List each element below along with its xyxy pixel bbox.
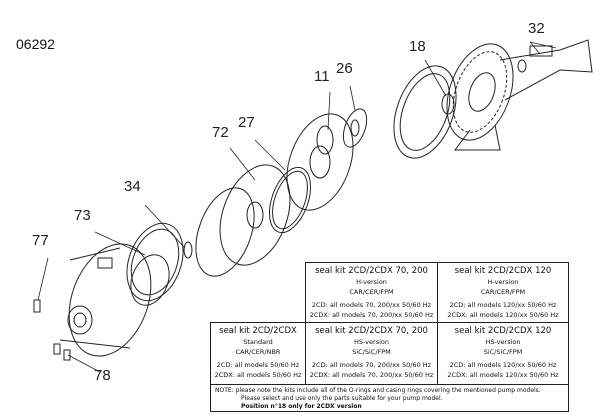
kit-title: seal kit 2CD/2CDX 120 (454, 266, 552, 276)
seal-kit-cell: seal kit 2CD/2CDX 70, 200 H-version CAR/… (305, 262, 438, 323)
note-line: NOTE: please note the kits include all o… (215, 387, 541, 394)
seal-kit-cell: seal kit 2CD/2CDX 70, 200 HS-version SiC… (305, 322, 438, 385)
kit-material: CAR/CER/NBR (235, 348, 281, 356)
callout-78: 78 (94, 367, 111, 384)
seal-kit-cell: seal kit 2CD/2CDX 120 H-version CAR/CER/… (437, 262, 569, 323)
kit-material: SiC/SiC/FPM (483, 348, 523, 356)
kit-models: 2CDX: all models 70, 200/xx 50/60 Hz (309, 311, 434, 319)
callout-34: 34 (124, 178, 141, 195)
kit-title: seal kit 2CD/2CDX 70, 200 (315, 266, 428, 276)
kit-material: CAR/CER/FPM (349, 288, 394, 296)
motor-bracket (446, 39, 593, 151)
leader-lines (37, 41, 557, 373)
callout-26: 26 (336, 60, 353, 77)
kit-models: 2CD: all models 70, 200/xx 50/60 Hz (311, 361, 432, 369)
kit-models: 2CD: all models 50/60 Hz (216, 361, 300, 369)
kit-version: HS-version (485, 338, 521, 346)
kit-title: seal kit 2CD/2CDX 70, 200 (315, 326, 428, 336)
callout-27: 27 (238, 114, 255, 131)
kit-models: 2CDX: all models 120/xx 50/60 Hz (447, 311, 559, 319)
kit-version: Standard (243, 338, 273, 346)
kit-version: HS-version (354, 338, 389, 346)
kit-version: H-version (356, 278, 387, 286)
callout-72: 72 (212, 124, 229, 141)
kit-title: seal kit 2CD/2CDX 120 (454, 326, 552, 336)
callout-77: 77 (32, 232, 49, 249)
callout-32: 32 (528, 20, 545, 37)
kit-models: 2CD: all models 70, 200/xx 50/60 Hz (311, 301, 432, 309)
callout-18: 18 (409, 38, 426, 55)
drawing-code: 06292 (16, 36, 55, 52)
kit-models: 2CDX: all models 120/xx 50/60 Hz (447, 371, 559, 379)
kit-title: seal kit 2CD/2CDX (219, 326, 297, 336)
pump-casing (33, 243, 152, 361)
kit-note: NOTE: please note the kits include all o… (210, 384, 569, 412)
kit-material: SiC/SiC/FPM (352, 348, 391, 356)
callout-73: 73 (74, 207, 91, 224)
note-line: Please select and use only the parts sui… (241, 395, 443, 402)
kit-material: CAR/CER/FPM (480, 288, 526, 296)
seal-kit-cell: seal kit 2CD/2CDX Standard CAR/CER/NBR 2… (210, 322, 306, 385)
callout-11: 11 (314, 68, 330, 85)
kit-models: 2CDX: all models 50/60 Hz (214, 371, 302, 379)
note-emphasis: Position n°18 only for 2CDX version (241, 403, 362, 410)
seal-kit-cell: seal kit 2CD/2CDX 120 HS-version SiC/SiC… (437, 322, 569, 385)
kit-models: 2CD: all models 120/xx 50/60 Hz (449, 301, 557, 309)
kit-models: 2CDX: all models 70, 200/xx 50/60 Hz (309, 371, 434, 379)
kit-models: 2CD: all models 120/xx 50/60 Hz (449, 361, 557, 369)
kit-version: H-version (487, 278, 519, 286)
seal-rings (126, 65, 457, 306)
